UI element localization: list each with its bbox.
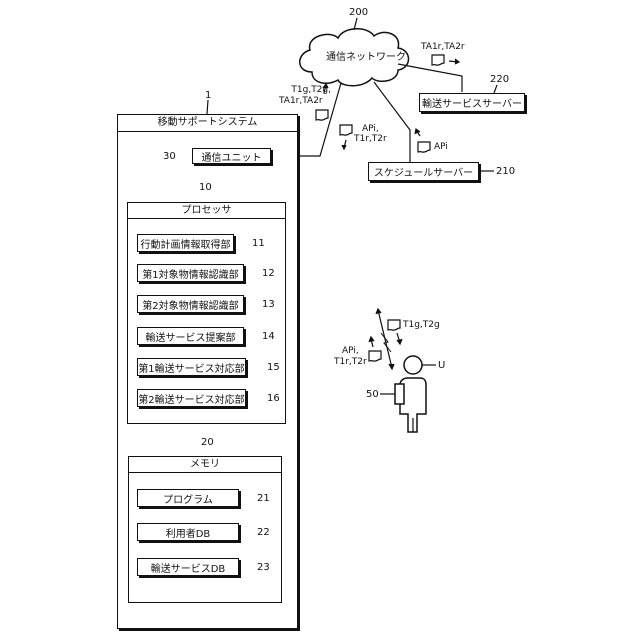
processor-title: プロセッサ	[128, 203, 285, 219]
unit-label: 行動計画情報取得部	[141, 236, 231, 251]
link-network-schedule	[374, 82, 410, 162]
unit-ref: 16	[267, 393, 280, 404]
unit-label: プログラム	[163, 491, 213, 506]
comm-unit-ref: 30	[163, 151, 176, 162]
unit-ref: 22	[257, 527, 270, 538]
document-icon	[388, 320, 400, 330]
link-network-transport	[398, 64, 462, 92]
network-label: 通信ネットワーク	[326, 52, 406, 63]
unit-label: 第1輸送サービス対応部	[138, 360, 244, 375]
unit-ref: 11	[252, 238, 265, 249]
processor-unit: 第1輸送サービス対応部	[137, 358, 246, 376]
unit-ref: 12	[262, 268, 275, 279]
transport-server-label: 輸送サービスサーバー	[422, 95, 522, 110]
device-icon	[395, 384, 404, 404]
document-icon	[316, 110, 328, 120]
comm-unit-label: 通信ユニット	[202, 149, 262, 164]
processor-unit: 輸送サービス提案部	[137, 327, 244, 345]
signal-user-in: T1g,T2g	[403, 320, 440, 331]
document-icon	[432, 55, 444, 65]
processor-unit: 第2輸送サービス対応部	[137, 389, 246, 407]
comm-unit-box: 通信ユニット	[192, 148, 271, 164]
signal-user-out-line1: APi,	[342, 346, 359, 357]
document-icon	[418, 142, 430, 152]
schedule-server-ref: 210	[496, 166, 515, 177]
processor-unit: 第1対象物情報認識部	[137, 264, 244, 282]
memory-ref: 20	[201, 437, 214, 448]
transport-server-ref: 220	[490, 74, 509, 85]
transport-server-box: 輸送サービスサーバー	[419, 93, 525, 112]
unit-label: 利用者DB	[166, 525, 211, 540]
user-ref: U	[438, 360, 445, 371]
network-ref: 200	[349, 7, 368, 18]
unit-label: 第1対象物情報認識部	[142, 266, 238, 281]
schedule-server-box: スケジュールサーバー	[368, 162, 479, 181]
system-title: 移動サポートシステム	[118, 115, 297, 132]
processor-ref: 10	[199, 182, 212, 193]
memory-title: メモリ	[129, 457, 281, 473]
system-ref: 1	[205, 90, 211, 101]
document-icon	[340, 125, 352, 135]
schedule-server-label: スケジュールサーバー	[374, 164, 473, 179]
unit-ref: 21	[257, 493, 270, 504]
processor-unit: 行動計画情報取得部	[137, 234, 234, 252]
signal-schedule-api: APi	[434, 142, 448, 153]
signal-up-line2: TA1r,TA2r	[279, 96, 323, 107]
memory-unit: 利用者DB	[137, 523, 239, 541]
memory-unit: プログラム	[137, 489, 239, 507]
unit-label: 第2対象物情報認識部	[142, 297, 238, 312]
unit-label: 第2輸送サービス対応部	[138, 391, 244, 406]
processor-unit: 第2対象物情報認識部	[137, 295, 244, 313]
device-ref: 50	[366, 389, 379, 400]
signal-up-line1: T1g,T2g,	[283, 85, 331, 96]
unit-ref: 15	[267, 362, 280, 373]
signal-user-out-line2: T1r,T2r	[334, 357, 367, 368]
document-icon	[369, 351, 381, 361]
signal-down-line2: T1r,T2r	[354, 134, 387, 145]
unit-ref: 23	[257, 562, 270, 573]
memory-unit: 輸送サービスDB	[137, 558, 239, 576]
signal-ta-label: TA1r,TA2r	[421, 42, 465, 53]
unit-ref: 14	[262, 331, 275, 342]
unit-label: 輸送サービス提案部	[146, 329, 236, 344]
user-head-icon	[404, 356, 422, 374]
unit-ref: 13	[262, 299, 275, 310]
unit-label: 輸送サービスDB	[151, 560, 226, 575]
